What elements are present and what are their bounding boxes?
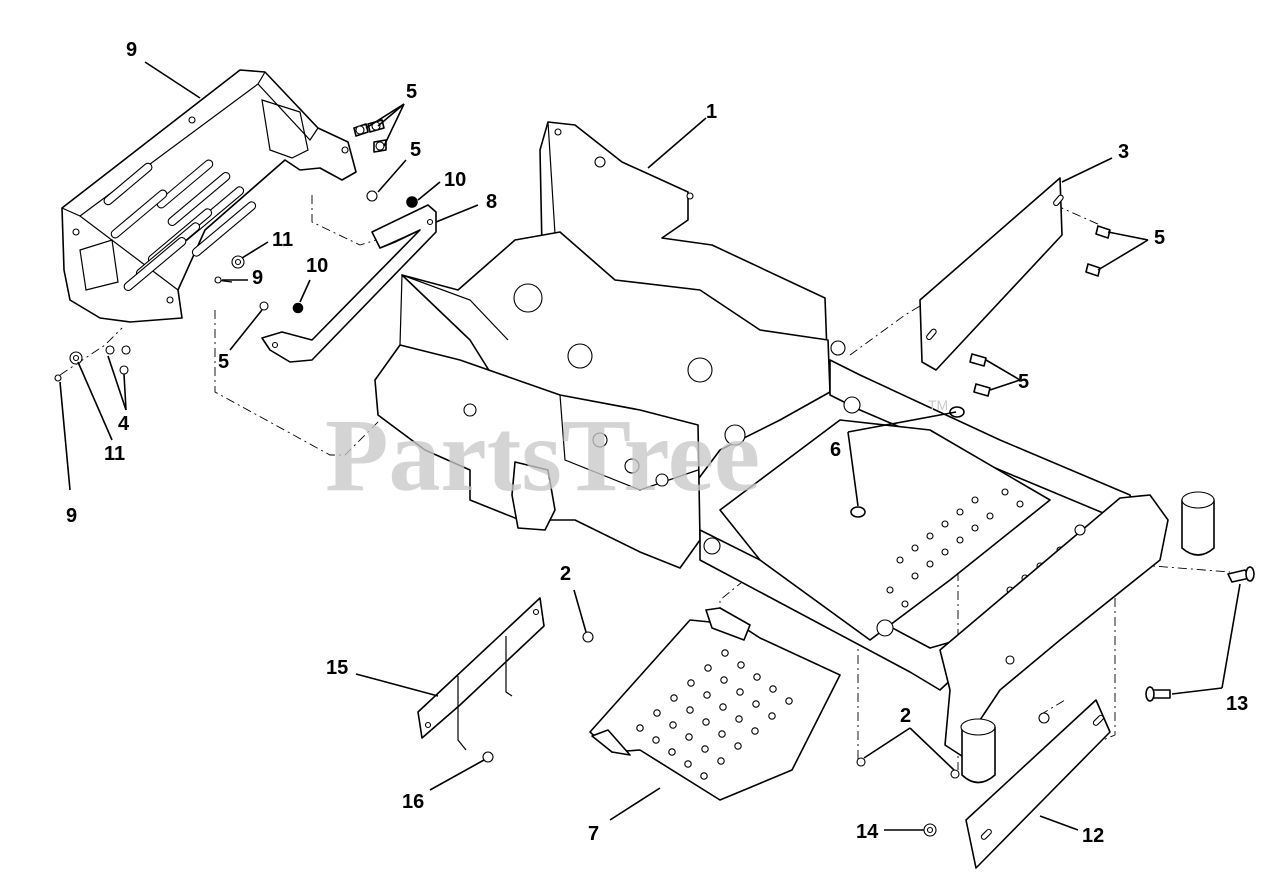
callout-5: 5 bbox=[410, 139, 421, 161]
perforation-hole bbox=[636, 724, 644, 732]
perforation-hole bbox=[719, 703, 727, 711]
callout-labels: 9 5 5 10 8 1 3 5 5 11 9 10 5 4 11 9 6 2 … bbox=[66, 39, 1248, 847]
bolt-icon bbox=[1095, 225, 1111, 239]
perforation-hole bbox=[720, 676, 728, 684]
part-3-rear-plate bbox=[919, 177, 1064, 371]
nut-icon bbox=[923, 823, 937, 837]
bolt-icon bbox=[1085, 263, 1101, 277]
bolt-icon bbox=[105, 345, 115, 355]
bolt-icon bbox=[367, 119, 385, 133]
bolt-icon bbox=[582, 631, 594, 643]
perforation-hole bbox=[702, 718, 710, 726]
nut-icon bbox=[292, 302, 304, 314]
washer-icon bbox=[231, 255, 245, 269]
clevis-pin-icon bbox=[1145, 686, 1171, 702]
perforation-hole bbox=[704, 664, 712, 672]
washer-icon bbox=[69, 351, 83, 365]
callout-12: 12 bbox=[1082, 825, 1104, 847]
callout-3: 3 bbox=[1118, 141, 1129, 163]
watermark-trademark: TM bbox=[928, 397, 948, 413]
perforation-hole bbox=[717, 757, 725, 765]
perforation-hole bbox=[687, 679, 695, 687]
part-12-rear-bar bbox=[965, 699, 1111, 869]
callout-7: 7 bbox=[588, 823, 599, 845]
perforation-hole bbox=[670, 694, 678, 702]
perforation-hole bbox=[768, 712, 776, 720]
callout-10: 10 bbox=[306, 255, 328, 277]
part-15-support-bracket bbox=[417, 597, 545, 751]
perforation-hole bbox=[769, 685, 777, 693]
callout-6: 6 bbox=[830, 439, 841, 461]
bolt-icon bbox=[969, 353, 987, 367]
part-8-angle-bracket bbox=[261, 204, 437, 363]
perforation-hole bbox=[703, 691, 711, 699]
callout-11: 11 bbox=[104, 443, 125, 465]
nut-icon bbox=[856, 757, 866, 767]
part-7-floor-plate bbox=[589, 607, 841, 801]
callout-2: 2 bbox=[900, 705, 911, 727]
perforation-hole bbox=[700, 772, 708, 780]
perforation-hole bbox=[737, 661, 745, 669]
leader-lines bbox=[59, 61, 1241, 831]
nut-icon bbox=[950, 769, 960, 779]
callout-5: 5 bbox=[1018, 371, 1029, 393]
perforation-hole bbox=[734, 742, 742, 750]
callout-9: 9 bbox=[66, 505, 77, 527]
perforation-hole bbox=[785, 697, 793, 705]
callout-1: 1 bbox=[706, 101, 717, 123]
perforation-hole bbox=[736, 688, 744, 696]
part-4-front-bumper-bracket bbox=[61, 69, 357, 323]
callout-5: 5 bbox=[1154, 227, 1165, 249]
clevis-pin-icon bbox=[1227, 566, 1255, 583]
callout-10: 10 bbox=[444, 169, 466, 191]
callout-5: 4 bbox=[118, 413, 130, 435]
callout-11: 11 bbox=[272, 229, 293, 251]
callout-5: 5 bbox=[218, 351, 229, 373]
pin-icon bbox=[850, 506, 866, 518]
perforation-hole bbox=[751, 727, 759, 735]
callout-14: 14 bbox=[856, 821, 879, 843]
perforation-hole bbox=[721, 649, 729, 657]
perforation-hole bbox=[684, 760, 692, 768]
callout-8: 8 bbox=[486, 191, 497, 213]
callout-5: 5 bbox=[406, 81, 417, 103]
perforation-hole bbox=[652, 736, 660, 744]
watermark-text: PartsTree bbox=[325, 398, 760, 513]
perforation-hole bbox=[686, 706, 694, 714]
bolt-icon bbox=[973, 383, 991, 397]
perforation-hole bbox=[753, 673, 761, 681]
perforation-hole bbox=[718, 730, 726, 738]
callout-9: 9 bbox=[252, 267, 263, 289]
bolt-icon bbox=[259, 301, 269, 311]
perforation-hole bbox=[653, 709, 661, 717]
nut-icon bbox=[406, 196, 418, 208]
perforation-hole bbox=[685, 733, 693, 741]
callout-13: 13 bbox=[1226, 693, 1248, 715]
bolt-icon bbox=[54, 374, 62, 382]
perforation-hole bbox=[735, 715, 743, 723]
perforation-hole bbox=[701, 745, 709, 753]
bolt-icon bbox=[366, 190, 378, 202]
perforation-hole bbox=[752, 700, 760, 708]
bolt-icon bbox=[214, 276, 233, 284]
bolt-icon bbox=[121, 345, 131, 355]
pin-icon bbox=[949, 406, 965, 418]
part-1-main-frame bbox=[374, 121, 1215, 784]
bolt-icon bbox=[119, 365, 129, 375]
perforation-hole bbox=[668, 748, 676, 756]
perforation-hole bbox=[669, 721, 677, 729]
bolt-icon bbox=[482, 751, 494, 763]
callout-16: 16 bbox=[402, 791, 424, 813]
nut-icon bbox=[1038, 712, 1050, 724]
callout-2: 2 bbox=[560, 563, 571, 585]
callout-4: 9 bbox=[126, 39, 137, 61]
hardware bbox=[54, 119, 1255, 837]
bolt-icon bbox=[353, 123, 369, 137]
bolt-icon bbox=[373, 139, 387, 153]
callout-15: 15 bbox=[326, 657, 348, 679]
